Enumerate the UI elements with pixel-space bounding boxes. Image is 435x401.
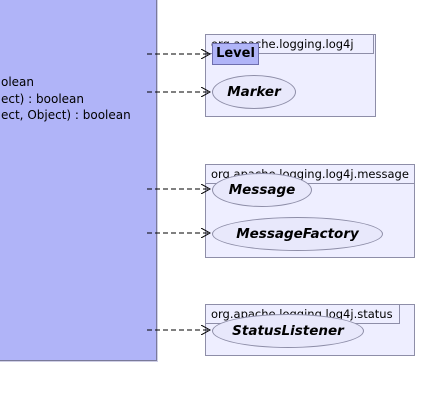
method-signature-2: ect) : boolean [1,92,85,106]
interface-message-factory[interactable]: MessageFactory [212,217,383,251]
interface-message[interactable]: Message [212,173,312,207]
class-level[interactable]: Level [212,43,259,65]
main-class-box[interactable]: olean ect) : boolean ect, Object) : bool… [0,0,157,361]
interface-status-listener[interactable]: StatusListener [212,314,364,348]
method-signature-1: olean [1,75,35,89]
interface-marker[interactable]: Marker [212,75,296,109]
method-signature-3: ect, Object) : boolean [1,108,131,122]
